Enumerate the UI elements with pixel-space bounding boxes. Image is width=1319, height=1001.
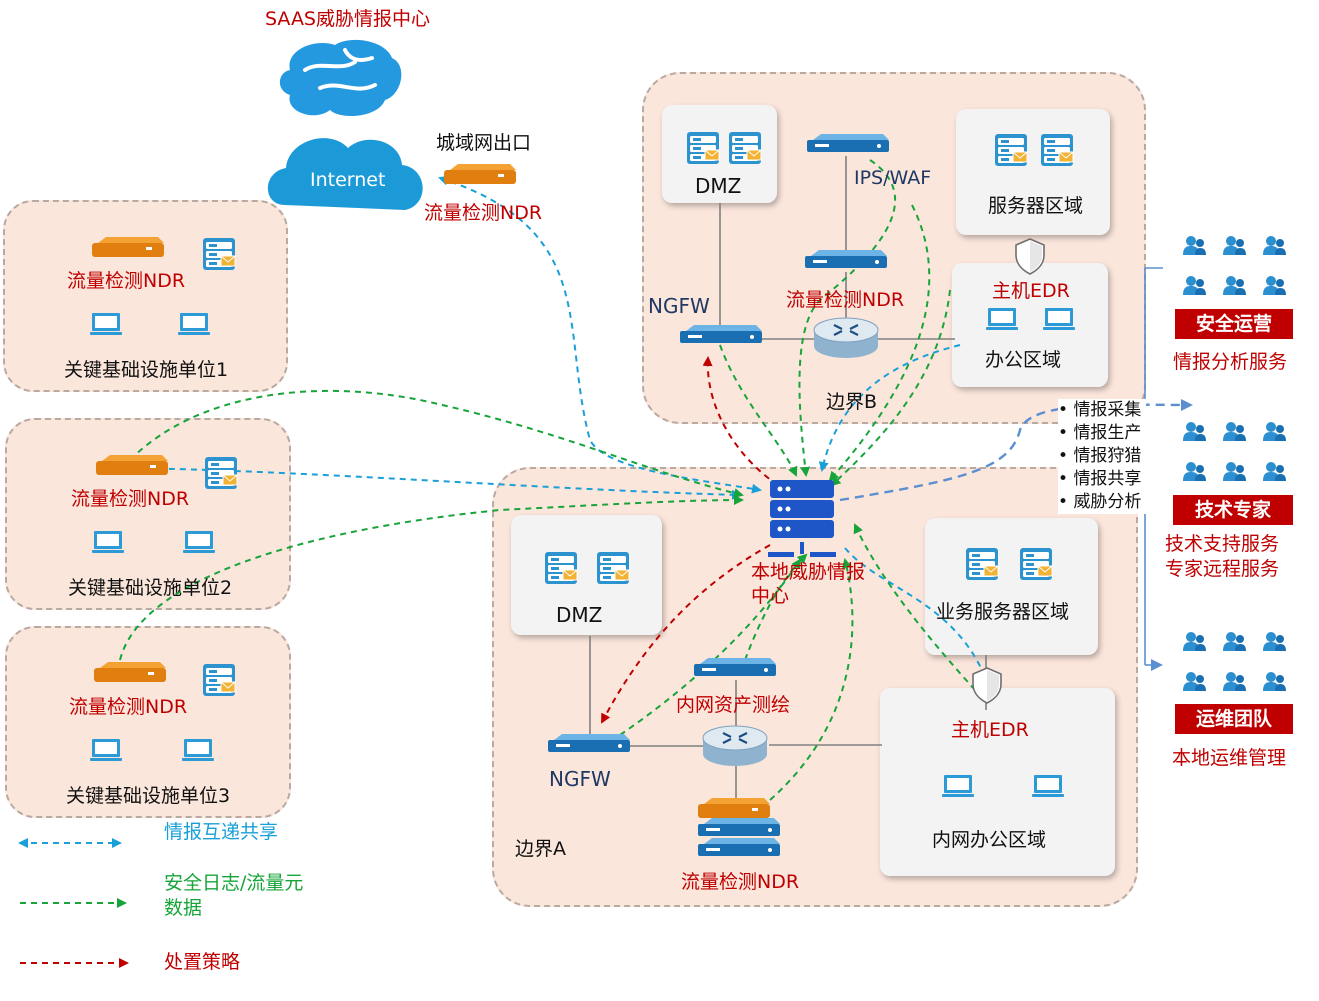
unit3-ndr-icon (94, 662, 166, 682)
a-office-laptop-1-icon (942, 775, 974, 797)
legend-log-label: 安全日志/流量元 (164, 872, 304, 894)
a-office-label: 内网办公区域 (932, 829, 1047, 851)
b-srv-server-2-icon (1040, 133, 1074, 167)
b-ips-waf-label: IPS/WAF (854, 167, 932, 189)
legend-policy-label: 处置策略 (164, 951, 241, 973)
b-router-icon (812, 316, 880, 360)
team-expert-label: 技术专家 (1173, 495, 1293, 525)
a-dmz-label: DMZ (556, 603, 603, 627)
a-biz-server-label: 业务服务器区域 (936, 601, 1070, 623)
saas-title: SAAS威胁情报中心 (265, 8, 430, 30)
unit1-name: 关键基础设施单位1 (64, 359, 229, 381)
a-biz-server-panel (925, 518, 1098, 655)
center-name: 本地威胁情报中心 (751, 561, 866, 607)
team-maint-people-icon (1183, 632, 1286, 691)
unit2-ndr-label: 流量检测NDR (71, 488, 190, 510)
a-asset-mapping-icon (694, 658, 776, 676)
unit2-ndr-icon (96, 455, 168, 475)
b-dmz-label: DMZ (695, 174, 742, 198)
b-edr-label: 主机EDR (992, 280, 1070, 302)
b-office-laptop-2-icon (1043, 308, 1075, 330)
unit1-ndr-icon (92, 237, 164, 257)
unit1-laptop-2-icon (178, 313, 210, 335)
a-office-panel (880, 688, 1115, 876)
team-expert-service-1: 技术支持服务 (1165, 533, 1280, 555)
unit2-server-icon (204, 456, 238, 490)
service-item: • 情报生产 (1058, 423, 1142, 443)
b-ngfw-label: NGFW (648, 294, 710, 318)
team-ops-label: 安全运营 (1175, 309, 1293, 339)
services-list: • 情报采集 • 情报生产 • 情报狩猎 • 情报共享 • 威胁分析 (1058, 399, 1146, 514)
service-item: • 情报共享 (1058, 469, 1142, 489)
a-edr-shield-icon (972, 667, 1002, 704)
service-item: • 威胁分析 (1058, 492, 1142, 512)
unit1-laptop-1-icon (90, 313, 122, 335)
b-office-panel (952, 263, 1108, 387)
unit1-zone (3, 200, 288, 392)
unit2-zone (5, 418, 291, 610)
unit2-laptop-1-icon (92, 531, 124, 553)
a-office-laptop-2-icon (1032, 775, 1064, 797)
internet-cloud-icon (267, 138, 423, 210)
service-item: • 情报狩猎 (1058, 446, 1142, 466)
a-ndr-label: 流量检测NDR (681, 871, 800, 893)
wan-title: 城域网出口 (436, 132, 532, 154)
legend-log-label-2: 数据 (164, 897, 203, 919)
unit1-server-icon (202, 237, 236, 271)
team-maint-label: 运维团队 (1175, 704, 1293, 734)
unit1-ndr-label: 流量检测NDR (67, 270, 186, 292)
unit3-zone (5, 626, 291, 818)
b-ips-waf-icon (807, 134, 889, 152)
b-office-laptop-1-icon (986, 308, 1018, 330)
b-zone-name: 边界B (826, 391, 878, 413)
unit3-name: 关键基础设施单位3 (66, 785, 231, 807)
wan-ndr-label: 流量检测NDR (424, 202, 543, 224)
team-expert-service-2: 专家远程服务 (1165, 558, 1280, 580)
unit3-laptop-1-icon (90, 739, 122, 761)
unit2-laptop-2-icon (183, 531, 215, 553)
a-zone-name: 边界A (515, 838, 566, 860)
unit3-ndr-label: 流量检测NDR (69, 696, 188, 718)
wan-ndr-icon (444, 164, 516, 184)
b-server-panel (956, 109, 1110, 235)
team-maint-service: 本地运维管理 (1172, 747, 1287, 769)
a-dmz-server-2-icon (596, 551, 630, 585)
center-server-icon (768, 480, 836, 557)
b-ndr-device-icon (805, 250, 887, 268)
a-edr-label: 主机EDR (951, 719, 1029, 741)
b-edr-shield-icon (1015, 238, 1045, 275)
team-ops-people-icon (1183, 236, 1286, 295)
b-dmz-server-1-icon (686, 131, 720, 165)
team-ops-service: 情报分析服务 (1173, 351, 1288, 373)
unit2-name: 关键基础设施单位2 (68, 577, 233, 599)
internet-label: Internet (310, 169, 386, 191)
a-router-icon (701, 724, 769, 768)
team-expert-people-icon (1183, 422, 1286, 481)
a-ngfw-label: NGFW (549, 767, 611, 791)
service-item: • 情报采集 (1058, 400, 1142, 420)
unit3-server-icon (202, 663, 236, 697)
b-ndr-label: 流量检测NDR (786, 289, 905, 311)
a-ngfw-icon (548, 734, 630, 752)
saas-brain-icon (279, 39, 402, 116)
a-asset-mapping-label: 内网资产测绘 (676, 694, 791, 716)
a-ndr-stack-icon (698, 798, 780, 856)
a-dmz-panel (511, 515, 662, 635)
b-srv-server-1-icon (994, 133, 1028, 167)
b-ngfw-icon (680, 325, 762, 343)
legend-lines (18, 838, 129, 968)
legend-share-label: 情报互递共享 (164, 821, 279, 843)
a-biz-server-2-icon (1019, 547, 1053, 581)
b-server-zone-label: 服务器区域 (988, 195, 1084, 217)
b-dmz-server-2-icon (728, 131, 762, 165)
b-office-label: 办公区域 (985, 349, 1062, 371)
unit3-laptop-2-icon (182, 739, 214, 761)
a-biz-server-1-icon (965, 547, 999, 581)
a-dmz-server-1-icon (544, 551, 578, 585)
